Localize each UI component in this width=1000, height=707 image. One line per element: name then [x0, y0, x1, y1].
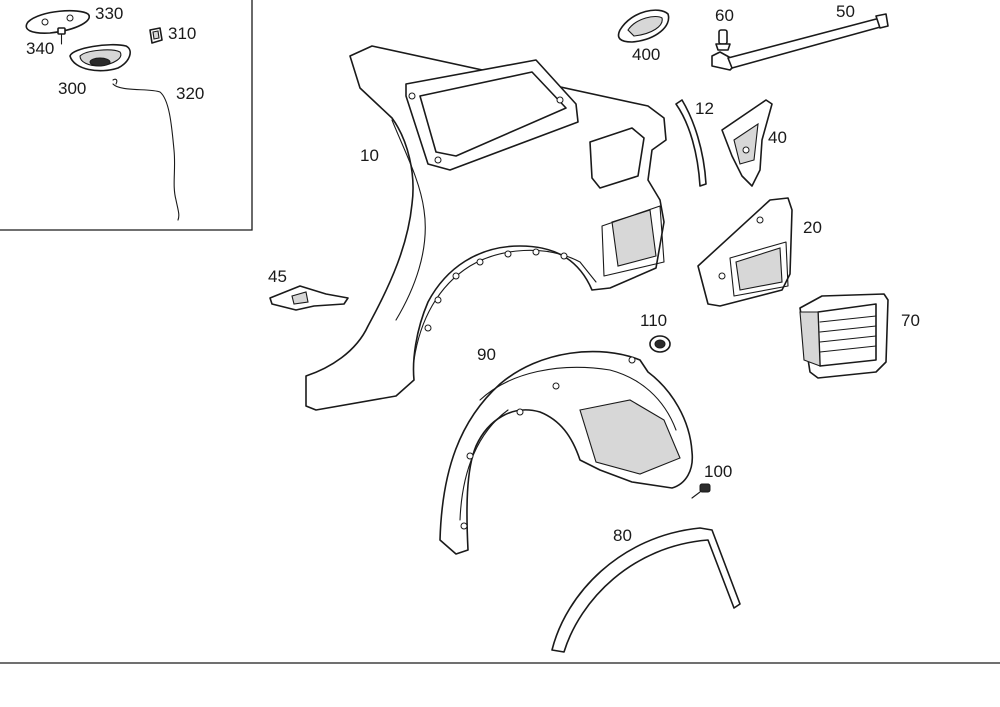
callout-100: 100 — [704, 462, 732, 481]
callout-340: 340 — [26, 39, 54, 58]
callout-10: 10 — [360, 146, 379, 165]
part-110-grommet — [649, 335, 671, 353]
callout-300: 300 — [58, 79, 86, 98]
callout-320: 320 — [176, 84, 204, 103]
callout-40: 40 — [768, 128, 787, 147]
part-100-bolt — [691, 483, 711, 499]
part-45-bracket — [269, 285, 349, 311]
callout-90: 90 — [477, 345, 496, 364]
callout-80: 80 — [613, 526, 632, 545]
detail-inset — [0, 0, 253, 231]
callout-110: 110 — [640, 311, 667, 330]
part-300-filler-housing — [69, 43, 131, 72]
part-90-wheel-liner — [439, 350, 694, 555]
part-310-clip — [149, 27, 163, 44]
callout-400: 400 — [632, 45, 660, 64]
callout-60: 60 — [715, 6, 734, 25]
part-80-arch-trim — [551, 527, 741, 653]
callout-50: 50 — [836, 2, 855, 21]
part-20-inner-panel — [697, 197, 793, 307]
part-400-emblem — [617, 9, 670, 43]
callout-45: 45 — [268, 267, 287, 286]
callout-70: 70 — [901, 311, 920, 330]
part-60-fastener — [715, 29, 731, 51]
part-12-seal-strip — [675, 99, 707, 187]
callout-330: 330 — [95, 4, 123, 23]
part-40-bracket — [721, 99, 773, 187]
part-340-screw — [57, 27, 66, 45]
part-10-side-panel — [305, 45, 667, 411]
callout-310: 310 — [168, 24, 196, 43]
callout-12: 12 — [695, 99, 714, 118]
part-70-vent — [799, 293, 889, 379]
part-320-drain-hose — [112, 78, 180, 221]
part-330-gasket — [25, 9, 91, 34]
callout-20: 20 — [803, 218, 822, 237]
part-50-strut — [711, 13, 889, 71]
